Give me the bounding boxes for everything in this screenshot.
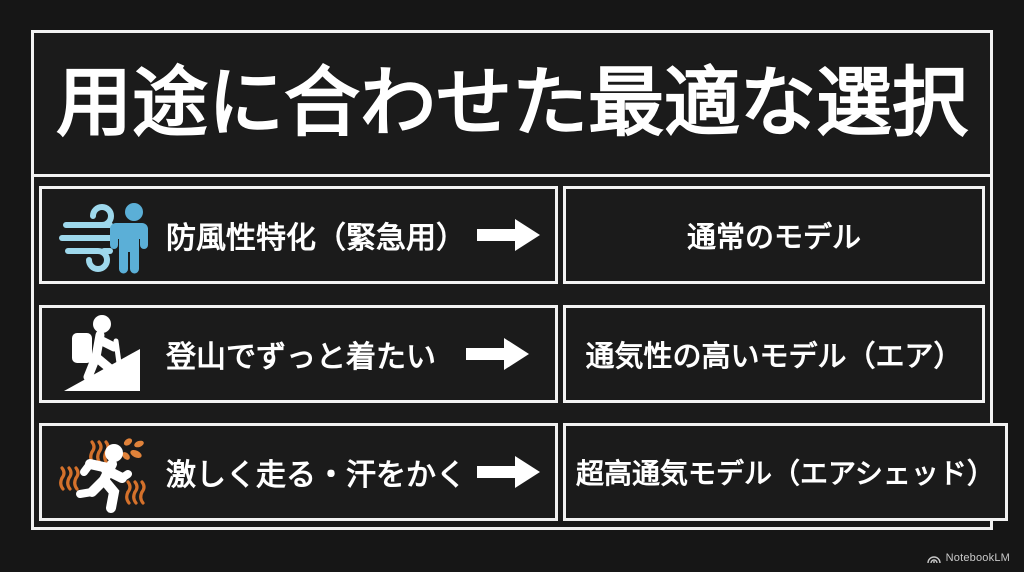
row-3-result-label: 超高通気モデル（エアシェッド） bbox=[576, 458, 995, 489]
notebooklm-logo-icon bbox=[926, 552, 941, 564]
row-2-result-cell[interactable]: 通気性の高いモデル（エア） bbox=[563, 304, 985, 403]
table-row: 防風性特化（緊急用） 通常のモデル bbox=[39, 186, 985, 284]
row-3-condition-label: 激しく走る・汗をかく bbox=[166, 459, 466, 492]
row-1-condition-cell[interactable]: 防風性特化（緊急用） bbox=[39, 186, 558, 284]
arrow-right-icon bbox=[455, 337, 541, 371]
watermark-label: NotebookLM bbox=[945, 552, 1010, 564]
arrow-right-icon bbox=[466, 455, 552, 489]
row-1-result-cell[interactable]: 通常のモデル bbox=[563, 186, 985, 284]
arrow-right-icon bbox=[466, 218, 552, 252]
wind-person-icon bbox=[56, 193, 160, 277]
table-row: 激しく走る・汗をかく 超高通気モデル（エアシェッド） bbox=[39, 423, 1008, 521]
row-1-result-label: 通常のモデル bbox=[686, 222, 861, 254]
row-1-condition-label: 防風性特化（緊急用） bbox=[166, 222, 466, 255]
comparison-rows: 防風性特化（緊急用） 通常のモデル bbox=[34, 180, 1008, 527]
runner-heat-icon bbox=[56, 430, 160, 514]
row-3-result-cell[interactable]: 超高通気モデル（エアシェッド） bbox=[563, 423, 1008, 521]
table-row: 登山でずっと着たい 通気性の高いモデル（エア） bbox=[39, 304, 985, 403]
title-band: 用途に合わせた最適な選択 bbox=[34, 33, 990, 177]
page-title: 用途に合わせた最適な選択 bbox=[56, 60, 968, 146]
row-2-result-label: 通気性の高いモデル（エア） bbox=[585, 340, 963, 373]
hiker-icon bbox=[56, 312, 160, 396]
infographic-frame: 用途に合わせた最適な選択 bbox=[31, 30, 1008, 530]
row-2-condition-label: 登山でずっと着たい bbox=[166, 340, 436, 374]
row-3-condition-cell[interactable]: 激しく走る・汗をかく bbox=[39, 423, 558, 521]
watermark: NotebookLM bbox=[926, 552, 1010, 564]
row-2-condition-cell[interactable]: 登山でずっと着たい bbox=[39, 304, 558, 403]
